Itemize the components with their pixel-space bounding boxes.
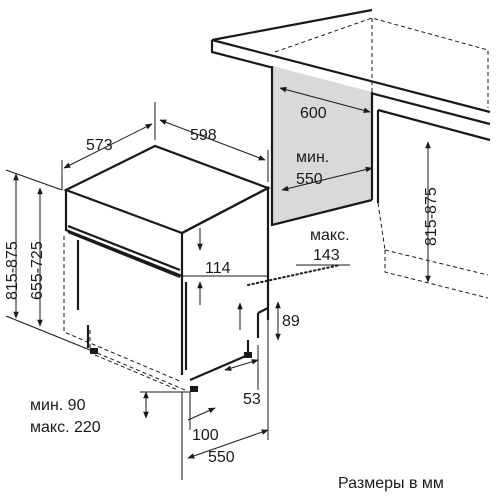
dim-plinth-height: 89 (282, 313, 300, 330)
dim-unit-width: 598 (190, 127, 217, 144)
dim-niche-depth-value: 550 (296, 171, 323, 188)
dim-unit-height-outer: 815-875 (4, 241, 21, 300)
dim-cabinet-width: 600 (300, 105, 327, 122)
dishwasher-body (63, 144, 271, 392)
units-caption: Размеры в мм (338, 475, 444, 492)
dim-foot-max: макс. 220 (30, 419, 101, 436)
cabinet-niche (210, 8, 491, 299)
dim-panel-height: 114 (205, 260, 231, 277)
dim-foot-min: мин. 90 (30, 397, 86, 414)
dim-cabinet-height: 815-875 (423, 187, 440, 246)
dim-foot-offset: 53 (243, 391, 261, 408)
dim-base-depth: 550 (208, 449, 235, 466)
dim-offset-value: 143 (313, 247, 340, 264)
dim-niche-depth-label: мин. (296, 149, 329, 166)
dim-unit-height-inner: 655-725 (29, 241, 46, 300)
dim-unit-depth: 573 (86, 137, 113, 154)
dim-base-depth-small: 100 (192, 427, 219, 444)
dim-offset-label: макс. (310, 227, 350, 244)
dimension-lines (5, 86, 431, 480)
